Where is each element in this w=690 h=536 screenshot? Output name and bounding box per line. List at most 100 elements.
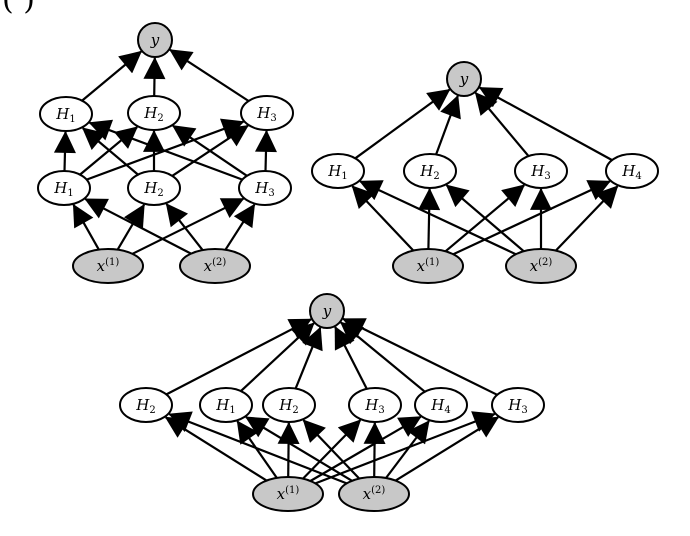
node-shape-top-left-x2 [179, 248, 251, 284]
node-label-top-left-h2b: H2 [143, 179, 163, 199]
node-shape-top-right-x1 [392, 248, 464, 284]
node-shape-top-left-h2a [127, 95, 181, 131]
node-bottom-n5: H4 [414, 387, 468, 423]
node-shape-bottom-n3 [262, 387, 316, 423]
node-label-bottom-x2: x(2) [363, 485, 386, 503]
node-bottom-x2: x(2) [338, 476, 410, 512]
node-label-bottom-n4: H3 [364, 396, 384, 416]
edge-top-right-x2-to-h2 [445, 184, 525, 253]
node-shape-bottom-n5 [414, 387, 468, 423]
edge-top-left-x1-to-h1b [72, 203, 100, 251]
edge-top-right-h1-to-y [354, 88, 451, 160]
edge-top-left-h3b-to-h1a [88, 119, 243, 181]
node-top-left-x1: x(1) [72, 248, 144, 284]
node-shape-top-left-h3a [240, 95, 294, 131]
node-label-top-right-h4: H4 [621, 162, 641, 182]
node-top-right-h1: H1 [311, 153, 365, 189]
node-label-top-left-y: y [150, 31, 160, 49]
edge-top-left-h2b-to-h1a [81, 127, 139, 176]
node-top-left-h1b: H1 [37, 170, 91, 206]
edges-layer [53, 48, 619, 485]
edge-top-left-x2-to-h3b [224, 203, 256, 251]
edge-bottom-n4-to-y [334, 326, 368, 390]
edge-top-left-x2-to-h1b [84, 198, 192, 255]
node-top-right-x2: x(2) [505, 248, 577, 284]
node-top-left-h1a: H1 [39, 96, 93, 132]
edge-top-left-h3a-to-y [169, 48, 250, 102]
node-shape-bottom-x2 [338, 476, 410, 512]
node-shape-top-left-x1 [72, 248, 144, 284]
node-label-top-left-h3b: H3 [254, 179, 274, 199]
node-shape-top-right-h1 [311, 153, 365, 189]
node-top-right-y: y [446, 61, 482, 97]
node-shape-top-left-h3b [238, 170, 292, 206]
edge-bottom-n5-to-y [340, 321, 426, 393]
node-top-right-h3: H3 [514, 153, 568, 189]
node-label-top-left-h2a: H2 [143, 104, 163, 124]
edge-top-right-x1-to-h4 [452, 180, 611, 256]
node-shape-bottom-n4 [348, 387, 402, 423]
edge-bottom-x2-to-n4 [363, 421, 386, 478]
node-label-top-left-x2: x(2) [204, 257, 227, 275]
node-top-left-h2a: H2 [127, 95, 181, 131]
edge-top-left-h3b-to-h2a [172, 124, 248, 177]
edge-bottom-x2-to-n3 [302, 419, 361, 480]
edge-bottom-x2-to-n1 [168, 411, 348, 485]
edge-bottom-x1-to-n3 [277, 421, 300, 478]
node-shape-top-left-y [137, 22, 173, 58]
node-label-bottom-n3: H2 [278, 396, 298, 416]
node-shape-top-right-y [446, 61, 482, 97]
node-label-top-right-h1: H1 [327, 162, 347, 182]
edge-top-right-x2-to-h1 [359, 180, 517, 256]
edge-top-right-h2-to-y [435, 94, 461, 155]
edge-top-left-h2a-to-y [143, 56, 166, 97]
edge-bottom-n3-to-y [294, 326, 323, 390]
node-shape-top-left-h1a [39, 96, 93, 132]
node-top-left-h3b: H3 [238, 170, 292, 206]
node-top-left-h2b: H2 [127, 170, 181, 206]
node-label-bottom-y: y [322, 302, 332, 320]
node-shape-bottom-y [309, 293, 345, 329]
node-label-top-right-x1: x(1) [417, 257, 440, 275]
node-shape-top-left-h1b [37, 170, 91, 206]
node-shape-bottom-n2 [199, 387, 253, 423]
edge-bottom-x1-to-n5 [309, 415, 422, 482]
node-top-left-y: y [137, 22, 173, 58]
node-label-top-left-h3a: H3 [256, 104, 276, 124]
edge-bottom-x1-to-n6 [315, 411, 496, 485]
node-bottom-n1: H2 [119, 387, 173, 423]
node-label-top-right-x2: x(2) [530, 257, 553, 275]
node-label-bottom-n1: H2 [135, 396, 155, 416]
node-label-top-right-h2: H2 [419, 162, 439, 182]
node-shape-top-right-h4 [605, 153, 659, 189]
node-top-left-x2: x(2) [179, 248, 251, 284]
edge-top-left-h3b-to-h3a [254, 129, 277, 172]
node-label-bottom-n5: H4 [430, 396, 450, 416]
node-label-top-right-y: y [459, 70, 469, 88]
node-label-bottom-n6: H3 [507, 396, 527, 416]
node-top-right-h4: H4 [605, 153, 659, 189]
node-label-top-right-h3: H3 [530, 162, 550, 182]
edge-bottom-n6-to-y [342, 317, 498, 396]
edge-top-right-x1-to-h2 [418, 187, 441, 250]
node-shape-top-right-h2 [403, 153, 457, 189]
node-label-top-left-h1b: H1 [53, 179, 73, 199]
edge-bottom-x1-to-n2 [236, 420, 278, 479]
edge-bottom-x2-to-n2 [245, 416, 353, 482]
node-top-left-h3a: H3 [240, 95, 294, 131]
corner-label: ( ) [2, 0, 35, 17]
edge-top-left-x1-to-h3b [132, 197, 245, 255]
node-shape-bottom-x1 [252, 476, 324, 512]
edge-bottom-x2-to-n6 [395, 416, 500, 482]
edge-bottom-n1-to-y [165, 318, 312, 396]
node-label-top-left-h1a: H1 [55, 105, 75, 125]
node-bottom-n2: H1 [199, 387, 253, 423]
node-shape-bottom-n6 [491, 387, 545, 423]
node-label-top-left-x1: x(1) [97, 257, 120, 275]
edge-bottom-x1-to-n1 [164, 416, 268, 482]
node-top-right-x1: x(1) [392, 248, 464, 284]
node-shape-top-right-x2 [505, 248, 577, 284]
edge-top-left-x1-to-h2b [116, 203, 146, 251]
